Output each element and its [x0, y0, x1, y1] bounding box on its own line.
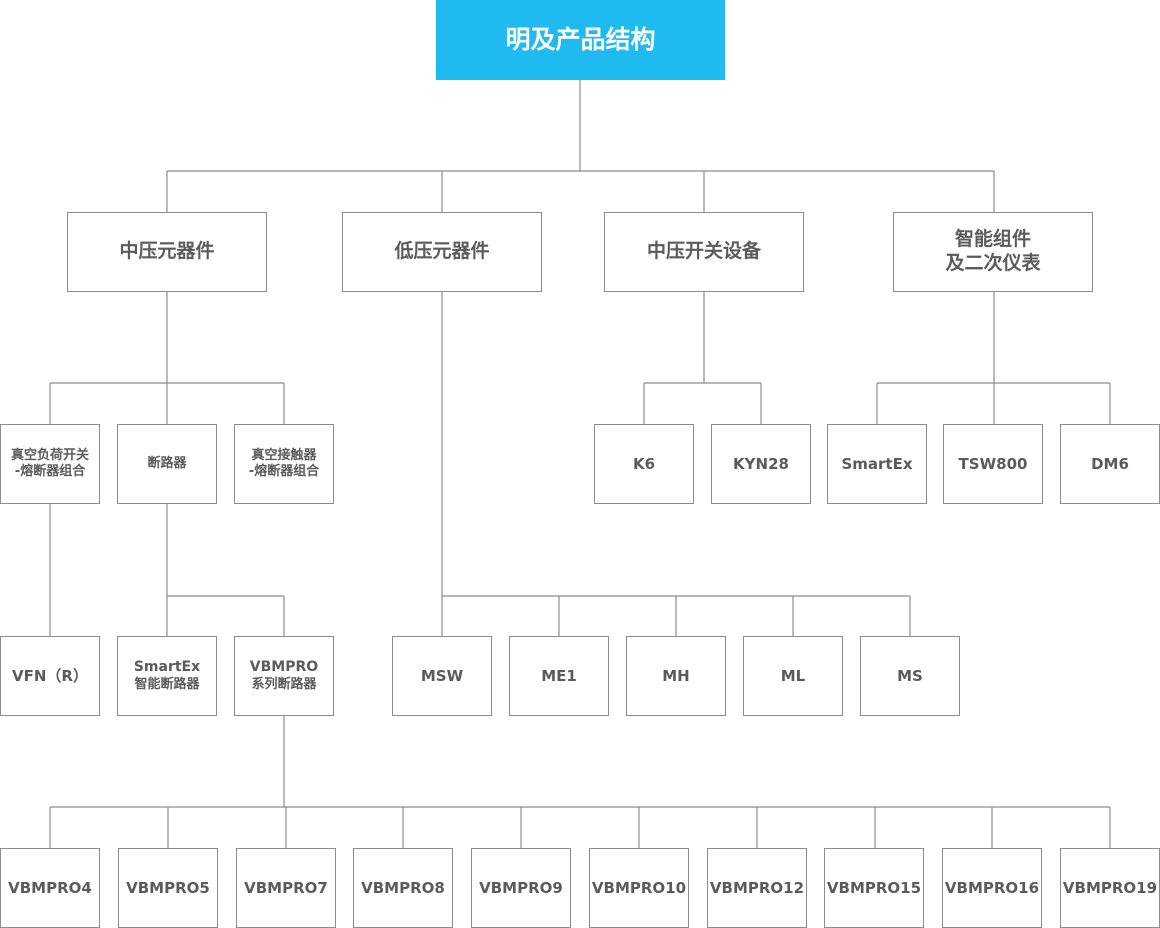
- node-ms: MS: [860, 636, 960, 716]
- node-vbmpro16: VBMPRO16: [942, 848, 1042, 928]
- category-mv-switchgear: 中压开关设备: [604, 212, 804, 292]
- node-vbmpro-series: VBMPRO 系列断路器: [234, 636, 334, 716]
- node-vbmpro8: VBMPRO8: [353, 848, 453, 928]
- node-contactor-fuse: 真空接触器 -熔断器组合: [234, 424, 334, 504]
- category-mv-components: 中压元器件: [67, 212, 267, 292]
- category-smart-components: 智能组件 及二次仪表: [893, 212, 1093, 292]
- node-label-line2: -熔断器组合: [248, 464, 320, 479]
- node-label: VBMPRO10: [591, 878, 687, 897]
- connector-mv-components: [49, 292, 285, 424]
- node-breaker: 断路器: [117, 424, 217, 504]
- node-vfn: VFN（R）: [0, 636, 100, 716]
- node-label: VBMPRO16: [944, 878, 1040, 897]
- node-label: 断路器: [147, 455, 187, 471]
- node-mh: MH: [626, 636, 726, 716]
- connector-lv: [441, 292, 911, 636]
- node-label: VBMPRO19: [1062, 878, 1158, 897]
- root-title: 明及产品结构: [436, 0, 725, 80]
- node-me1: ME1: [509, 636, 609, 716]
- node-label: MS: [897, 666, 923, 685]
- connector-breaker: [166, 504, 285, 636]
- node-label: KYN28: [733, 454, 789, 473]
- connector-smart: [876, 292, 1111, 424]
- connector-root: [166, 80, 995, 212]
- node-label: DM6: [1091, 454, 1129, 473]
- node-label: VBMPRO12: [709, 878, 805, 897]
- node-label-line1: 真空接触器: [251, 447, 317, 463]
- node-tsw800: TSW800: [943, 424, 1043, 504]
- node-label: SmartEx: [841, 454, 913, 473]
- connector-vbmpro: [49, 716, 1111, 848]
- node-msw: MSW: [392, 636, 492, 716]
- category-label-line2: 及二次仪表: [945, 252, 1041, 274]
- category-label: 中压元器件: [119, 240, 215, 263]
- node-k6: K6: [594, 424, 694, 504]
- node-dm6: DM6: [1060, 424, 1160, 504]
- node-vbmpro15: VBMPRO15: [824, 848, 924, 928]
- category-label: 低压元器件: [394, 240, 490, 263]
- node-label-line2: 系列断路器: [251, 676, 317, 692]
- node-smartex: SmartEx: [827, 424, 927, 504]
- node-label-line1: 真空负荷开关: [10, 447, 89, 463]
- node-label: VBMPRO15: [826, 878, 922, 897]
- node-kyn28: KYN28: [711, 424, 811, 504]
- node-label: MSW: [420, 666, 464, 685]
- category-label: 中压开关设备: [646, 240, 761, 263]
- node-label-line2: -熔断器组合: [14, 464, 86, 479]
- root-title-text: 明及产品结构: [505, 25, 656, 55]
- node-label: VBMPRO9: [479, 878, 563, 897]
- node-label: VBMPRO8: [361, 878, 445, 897]
- node-label: K6: [632, 454, 656, 473]
- node-label: MH: [662, 666, 690, 685]
- node-load-switch-fuse: 真空负荷开关 -熔断器组合: [0, 424, 100, 504]
- node-vbmpro7: VBMPRO7: [236, 848, 336, 928]
- node-label: ME1: [541, 666, 577, 685]
- node-vbmpro9: VBMPRO9: [471, 848, 571, 928]
- node-label: TSW800: [958, 454, 1028, 473]
- node-vbmpro5: VBMPRO5: [118, 848, 218, 928]
- connector-mv-switchgear: [643, 292, 762, 424]
- node-label: VBMPRO4: [8, 878, 92, 897]
- category-lv-components: 低压元器件: [342, 212, 542, 292]
- node-label: VBMPRO7: [244, 878, 328, 897]
- node-vbmpro10: VBMPRO10: [589, 848, 689, 928]
- node-label: ML: [780, 666, 806, 685]
- node-vbmpro12: VBMPRO12: [707, 848, 807, 928]
- node-label: VFN（R）: [12, 666, 88, 685]
- node-label-line1: VBMPRO: [249, 659, 319, 676]
- node-vbmpro4: VBMPRO4: [0, 848, 100, 928]
- node-smartex-breaker: SmartEx 智能断路器: [117, 636, 217, 716]
- node-label: VBMPRO5: [126, 878, 210, 897]
- node-label-line2: 智能断路器: [134, 676, 200, 692]
- category-label-line1: 智能组件: [954, 228, 1031, 251]
- node-ml: ML: [743, 636, 843, 716]
- node-vbmpro19: VBMPRO19: [1060, 848, 1160, 928]
- node-label-line1: SmartEx: [133, 659, 201, 676]
